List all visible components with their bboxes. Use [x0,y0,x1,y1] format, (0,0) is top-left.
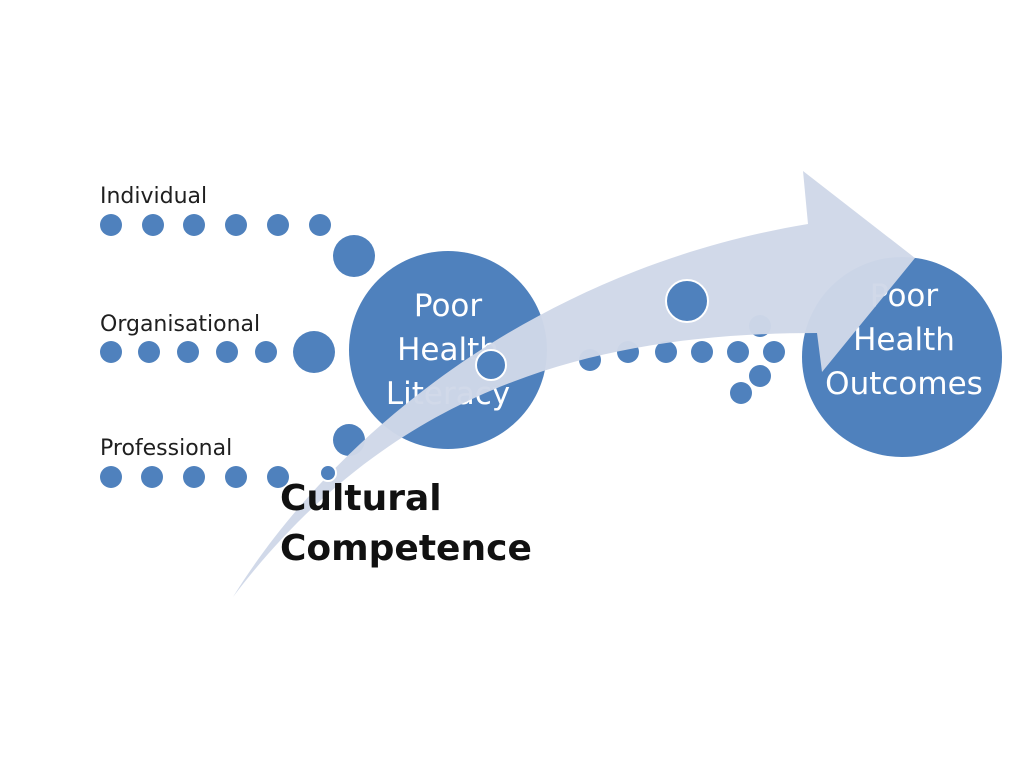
arrow-dot-medium [475,349,507,381]
organisational-dot-trail [100,331,335,373]
row-label-professional: Professional [100,436,233,461]
arrow-dot-large [665,279,709,323]
row-label-individual: Individual [100,184,208,209]
professional-dot-trail [100,424,365,488]
cultural-competence-line-2: Competence [280,528,532,569]
poor-health-literacy-line-1: Poor [413,288,483,324]
arrow-shape [233,171,915,597]
poor-health-literacy-circle [349,251,547,449]
poor-health-outcomes-line-3: Outcomes [825,366,983,402]
cultural-competence-label: Cultural Competence [280,474,532,574]
arrow-dot-small [319,464,337,482]
poor-health-outcomes-line-2: Health [853,322,955,358]
cultural-competence-line-1: Cultural [280,478,442,519]
row-label-organisational: Organisational [100,312,261,337]
individual-dot-trail [100,214,375,277]
